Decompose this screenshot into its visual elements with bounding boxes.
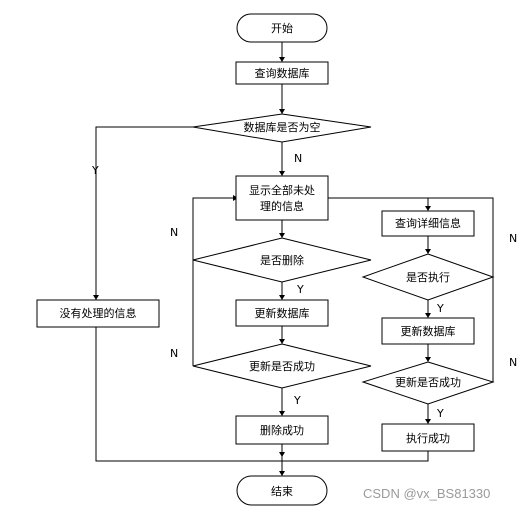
arrowhead	[279, 109, 285, 114]
arrowhead	[425, 249, 431, 254]
arrowhead	[279, 471, 285, 476]
arrowhead	[425, 206, 431, 211]
label-y-isdelete: Y	[296, 283, 304, 296]
node-update-db-left: 更新数据库	[235, 299, 329, 327]
node-db-empty: 数据库是否为空	[192, 113, 372, 143]
node-no-info-label: 没有处理的信息	[60, 306, 137, 320]
node-execute-ok-label: 执行成功	[406, 431, 450, 445]
node-db-empty-label: 数据库是否为空	[244, 120, 321, 134]
arrowhead	[425, 357, 431, 362]
label-n-left-top: N	[170, 226, 178, 239]
edge-show-querydetail	[328, 197, 429, 209]
node-show-info: 显示全部未处 理的信息	[235, 175, 329, 221]
arrowhead	[279, 57, 285, 62]
watermark-text: CSDN @vx_BS81330	[363, 486, 490, 501]
node-query-detail: 查询详细信息	[381, 210, 475, 237]
arrowhead	[279, 295, 285, 300]
node-show-info-line1: 显示全部未处	[249, 183, 315, 197]
arrowhead	[279, 171, 285, 176]
node-end-label: 结束	[271, 485, 293, 498]
node-delete-ok-label: 删除成功	[260, 423, 304, 437]
arrowhead	[279, 411, 285, 416]
arrowhead	[425, 313, 431, 318]
node-query-db: 查询数据库	[235, 61, 329, 85]
node-query-db-label: 查询数据库	[255, 66, 310, 80]
arrowhead	[279, 233, 285, 238]
edge-n-loop-right	[428, 197, 494, 382]
arrowhead	[425, 419, 431, 424]
node-query-detail-label: 查询详细信息	[395, 216, 461, 230]
node-start: 开始	[236, 13, 328, 43]
node-execute-ok: 执行成功	[381, 423, 475, 452]
node-start-label: 开始	[271, 21, 293, 35]
arrowhead	[93, 295, 99, 300]
edge-dbempty-noinfo	[95, 126, 193, 298]
node-is-execute: 是否执行	[361, 253, 495, 301]
node-update-db-left-label: 更新数据库	[255, 306, 310, 320]
node-no-info: 没有处理的信息	[36, 299, 160, 328]
node-delete-ok: 删除成功	[235, 415, 329, 445]
edge-noinfo-merge	[95, 327, 282, 462]
label-y-dbempty: Y	[91, 164, 99, 177]
node-is-delete-label: 是否删除	[260, 253, 304, 267]
node-end: 结束	[236, 475, 328, 506]
node-update-ok-right-label: 更新是否成功	[395, 375, 461, 389]
label-n-dbempty: N	[294, 152, 302, 165]
node-update-db-right-label: 更新数据库	[401, 324, 456, 338]
node-update-ok-right: 更新是否成功	[361, 361, 495, 405]
edge-n-loop-left	[192, 197, 236, 366]
edge-executeok-merge	[282, 451, 429, 462]
connectors	[93, 42, 494, 476]
edge-labels: N Y Y Y N N Y Y N N	[91, 152, 517, 420]
node-is-delete: 是否删除	[192, 237, 372, 283]
label-n-right-top: N	[509, 232, 517, 245]
label-y-updateok-right: Y	[436, 407, 444, 420]
label-n-left-bottom: N	[170, 347, 178, 360]
node-update-db-right: 更新数据库	[381, 317, 475, 345]
node-is-execute-label: 是否执行	[406, 270, 450, 284]
label-y-updateok-left: Y	[293, 394, 301, 407]
arrowhead	[279, 339, 285, 344]
label-n-right-bottom: N	[509, 356, 517, 369]
node-update-ok-left: 更新是否成功	[192, 343, 372, 389]
node-update-ok-left-label: 更新是否成功	[249, 359, 315, 373]
node-show-info-line2: 理的信息	[260, 199, 304, 213]
arrowhead	[279, 452, 285, 457]
label-y-isexecute: Y	[436, 302, 444, 315]
